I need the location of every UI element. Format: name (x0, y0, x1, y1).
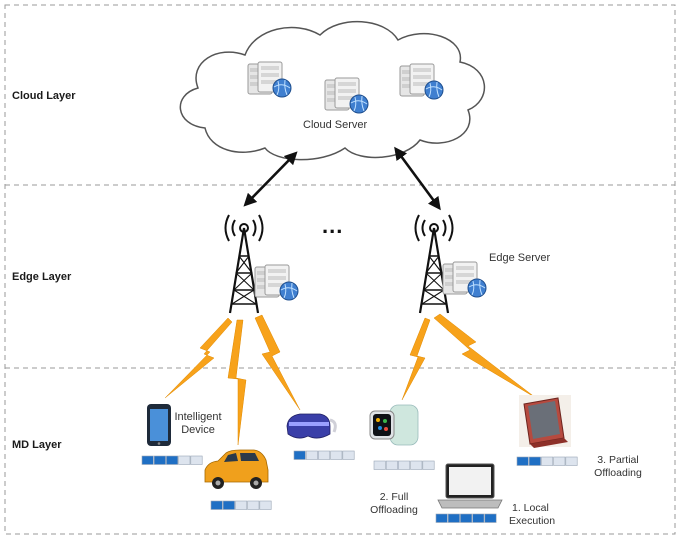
task-bar-segment-vr-headset (330, 450, 343, 460)
task-bar-segment-phone (153, 455, 166, 465)
task-bar-segment-car (259, 500, 272, 510)
task-bar-segment-tablet (553, 456, 566, 466)
base-station-tower-icon (224, 213, 264, 315)
task-bar-segment-smartwatch (422, 460, 435, 470)
cloud-edge-link-arrow (394, 146, 441, 211)
smartphone-icon (147, 404, 171, 446)
laptop-icon (437, 463, 503, 509)
car-icon (204, 449, 269, 489)
task-bar-segment-phone (178, 455, 191, 465)
vr-headset-icon (286, 413, 337, 439)
task-bar-segment-smartwatch (410, 460, 423, 470)
task-bar-segment-laptop (460, 513, 473, 523)
wireless-link-bolt (433, 313, 537, 399)
task-bar-segment-car (235, 500, 248, 510)
wireless-link-bolt (227, 319, 247, 446)
task-bar-segment-laptop (484, 513, 497, 523)
edge-server-icon (254, 264, 299, 301)
partial-offloading-label: 3. Partial Offloading (594, 454, 642, 479)
task-bar-segment-smartwatch (373, 460, 386, 470)
task-bar-segment-vr-headset (293, 450, 306, 460)
md-layer-label: MD Layer (12, 439, 62, 451)
edge-server-label: Edge Server (489, 252, 551, 264)
outer-frame (4, 4, 676, 535)
tablet-icon (519, 395, 571, 448)
task-bar-segment-laptop (447, 513, 460, 523)
task-bar-segment-phone (166, 455, 179, 465)
task-bar-segment-laptop (472, 513, 485, 523)
edge-server-icon (442, 261, 487, 298)
task-bar-segment-laptop (435, 513, 448, 523)
task-bars-group (141, 450, 578, 523)
task-bar-segment-vr-headset (305, 450, 318, 460)
cloud-layer-label: Cloud Layer (12, 90, 76, 102)
wireless-link-bolt (401, 317, 431, 401)
task-bar-segment-tablet (541, 456, 554, 466)
task-bar-segment-phone (190, 455, 203, 465)
task-bar-segment-car (222, 500, 235, 510)
intelligent-device-label: Intelligent Device (174, 411, 222, 436)
wireless-link-bolt (164, 317, 233, 399)
task-bar-segment-tablet (528, 456, 541, 466)
task-bar-segment-vr-headset (342, 450, 355, 460)
edge-layer-label: Edge Layer (12, 271, 72, 283)
full-offloading-label: 2. Full Offloading (370, 491, 418, 516)
task-bar-segment-tablet (516, 456, 529, 466)
cloud-server-label: Cloud Server (303, 119, 368, 131)
task-bar-segment-phone (141, 455, 154, 465)
task-bar-segment-smartwatch (398, 460, 411, 470)
local-execution-label: 1. Local Execution (509, 502, 556, 527)
smartwatch-icon (369, 404, 419, 446)
task-bar-segment-vr-headset (318, 450, 331, 460)
task-bar-segment-tablet (565, 456, 578, 466)
task-bar-segment-car (247, 500, 260, 510)
more-edge-nodes-ellipsis: ... (322, 213, 344, 238)
task-bar-segment-car (210, 500, 223, 510)
cloud-edge-link-arrow (243, 151, 298, 207)
task-bar-segment-smartwatch (385, 460, 398, 470)
wireless-link-bolt (254, 314, 301, 411)
